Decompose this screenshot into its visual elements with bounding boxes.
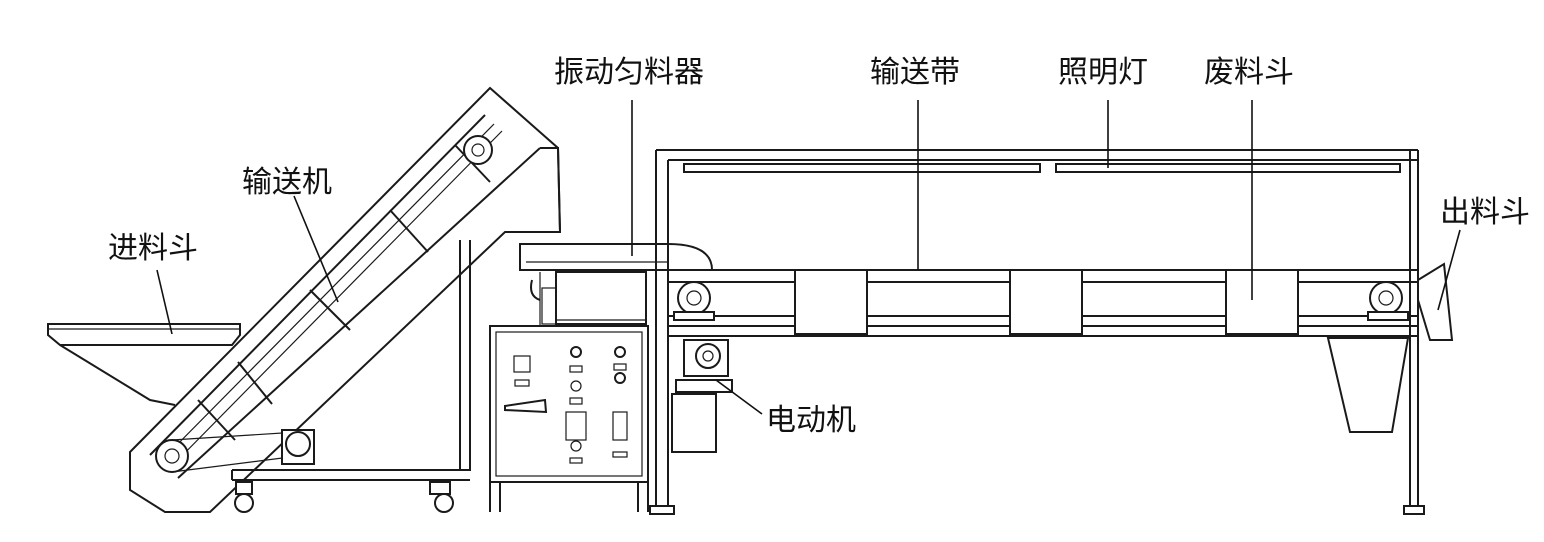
lighting-lamp-left — [683, 163, 1041, 173]
main-frame — [649, 149, 1425, 515]
drive-motor — [671, 339, 733, 453]
label-discharge-hopper: 出料斗 — [1440, 195, 1530, 230]
label-waste-hopper: 废料斗 — [1204, 55, 1294, 90]
lighting-lamp-right — [1055, 163, 1401, 173]
label-conveyor: 输送机 — [242, 165, 332, 200]
feed-hopper — [47, 323, 241, 406]
vibrating-feeder — [519, 243, 714, 326]
discharge-hopper — [1417, 262, 1454, 341]
control-cabinet — [489, 325, 649, 512]
label-lighting: 照明灯 — [1058, 55, 1148, 90]
label-motor: 电动机 — [766, 403, 856, 438]
label-feed-hopper: 进料斗 — [108, 231, 198, 266]
leader-lines — [156, 100, 1461, 415]
label-conveyor-belt: 输送带 — [870, 55, 960, 90]
conveyor-support-cart — [231, 240, 471, 513]
waste-hopper — [1326, 337, 1410, 433]
label-vibrating-feeder: 振动匀料器 — [554, 55, 704, 90]
labels: 进料斗 输送机 振动匀料器 输送带 照明灯 废料斗 出料斗 电动机 — [108, 55, 1530, 438]
inclined-conveyor — [129, 86, 562, 513]
